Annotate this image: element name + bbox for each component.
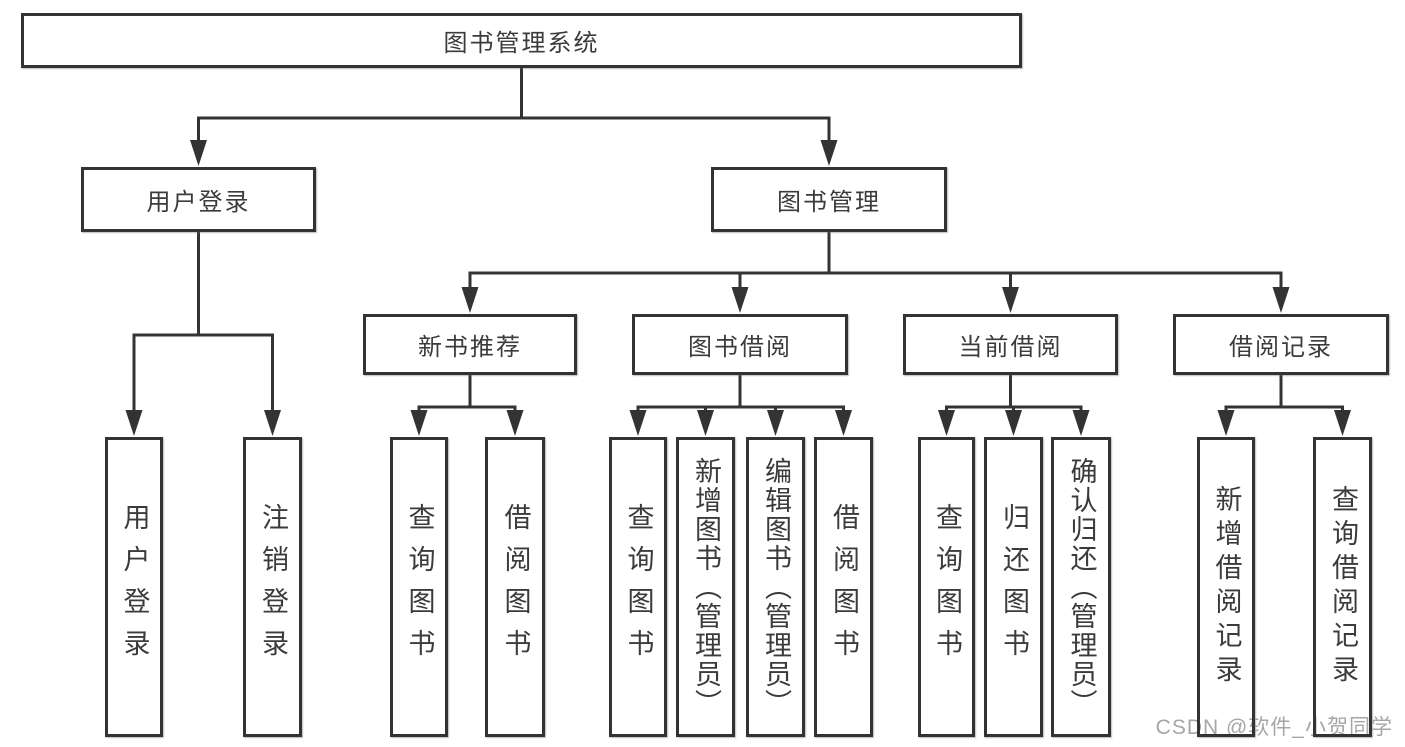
node-leaf-add-borrow-record: 新增借阅记录	[1197, 437, 1255, 737]
node-leaf-query-book-1: 查询图书	[390, 437, 448, 737]
node-leaf-query-book-3: 查询图书	[918, 437, 975, 737]
node-label-leaf-query-book-1: 查询图书	[404, 503, 435, 671]
node-leaf-borrow-book-1: 借阅图书	[485, 437, 545, 737]
node-book-borrow: 图书借阅	[632, 314, 848, 375]
node-label-leaf-query-borrow-record: 查询借阅记录	[1328, 485, 1358, 689]
node-borrow-records: 借阅记录	[1173, 314, 1389, 375]
node-label-leaf-query-book-2: 查询图书	[623, 503, 654, 671]
node-label-root: 图书管理系统	[443, 30, 600, 57]
node-label-leaf-borrow-book-2: 借阅图书	[829, 503, 859, 671]
node-label-new-book-rec: 新书推荐	[418, 334, 522, 361]
node-label-current-borrow: 当前借阅	[958, 334, 1063, 361]
node-label-leaf-confirm-return: 确认归还（管理员）	[1066, 456, 1097, 718]
node-leaf-query-book-2: 查询图书	[609, 437, 667, 737]
node-user-login: 用户登录	[81, 167, 316, 232]
node-leaf-add-book: 新增图书（管理员）	[676, 437, 735, 737]
node-label-leaf-borrow-book-1: 借阅图书	[500, 503, 531, 671]
node-leaf-return-book: 归还图书	[984, 437, 1043, 737]
node-current-borrow: 当前借阅	[903, 314, 1118, 375]
node-leaf-query-borrow-record: 查询借阅记录	[1313, 437, 1372, 737]
node-leaf-edit-book: 编辑图书（管理员）	[746, 437, 805, 737]
node-label-leaf-logout: 注销登录	[258, 503, 288, 671]
node-label-leaf-edit-book: 编辑图书（管理员）	[761, 456, 791, 718]
node-leaf-user-login: 用户登录	[105, 437, 163, 737]
node-leaf-logout: 注销登录	[243, 437, 302, 737]
node-label-leaf-add-borrow-record: 新增借阅记录	[1211, 485, 1242, 689]
node-root: 图书管理系统	[21, 13, 1022, 68]
node-label-borrow-records: 借阅记录	[1229, 334, 1333, 361]
node-new-book-rec: 新书推荐	[363, 314, 577, 375]
node-label-leaf-return-book: 归还图书	[999, 503, 1029, 671]
node-book-mgmt: 图书管理	[711, 167, 947, 232]
node-label-leaf-user-login: 用户登录	[119, 503, 150, 671]
node-leaf-confirm-return: 确认归还（管理员）	[1051, 437, 1111, 737]
node-label-book-mgmt: 图书管理	[777, 189, 881, 216]
node-label-leaf-query-book-3: 查询图书	[932, 503, 962, 671]
node-label-book-borrow: 图书借阅	[688, 334, 792, 361]
node-label-leaf-add-book: 新增图书（管理员）	[691, 456, 721, 718]
node-label-user-login: 用户登录	[146, 189, 251, 216]
node-leaf-borrow-book-2: 借阅图书	[814, 437, 873, 737]
